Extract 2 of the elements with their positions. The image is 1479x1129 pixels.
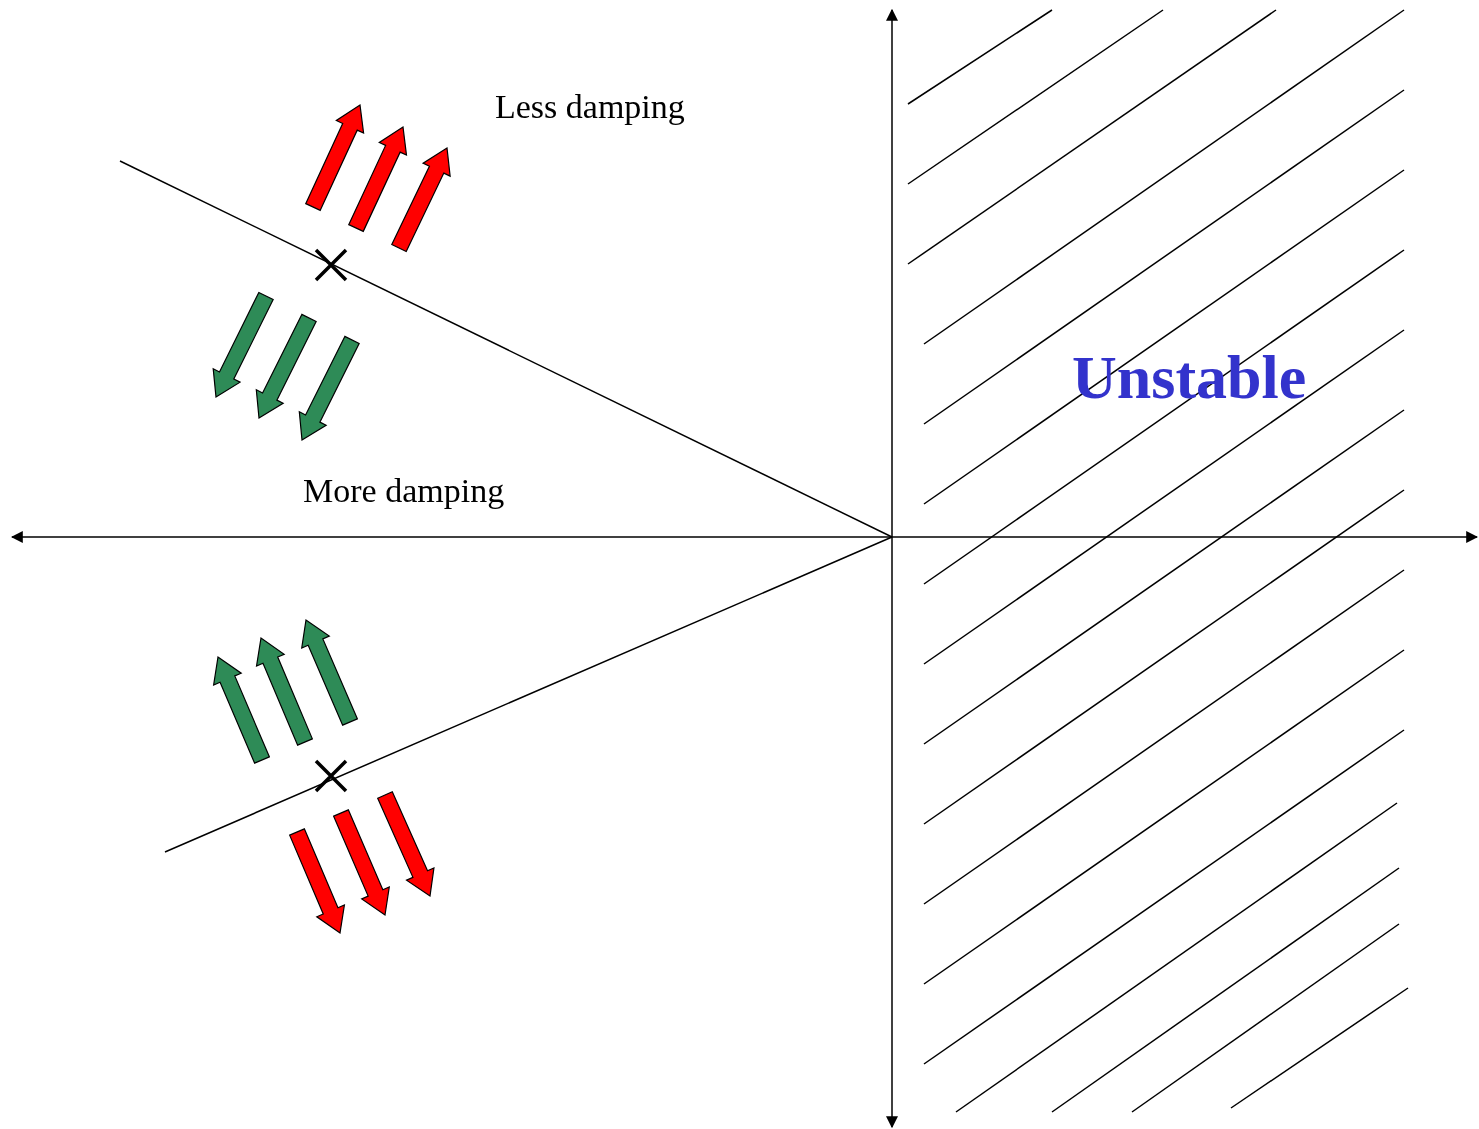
damping-label: More damping: [303, 474, 505, 508]
damping-label: Less damping: [495, 90, 685, 124]
